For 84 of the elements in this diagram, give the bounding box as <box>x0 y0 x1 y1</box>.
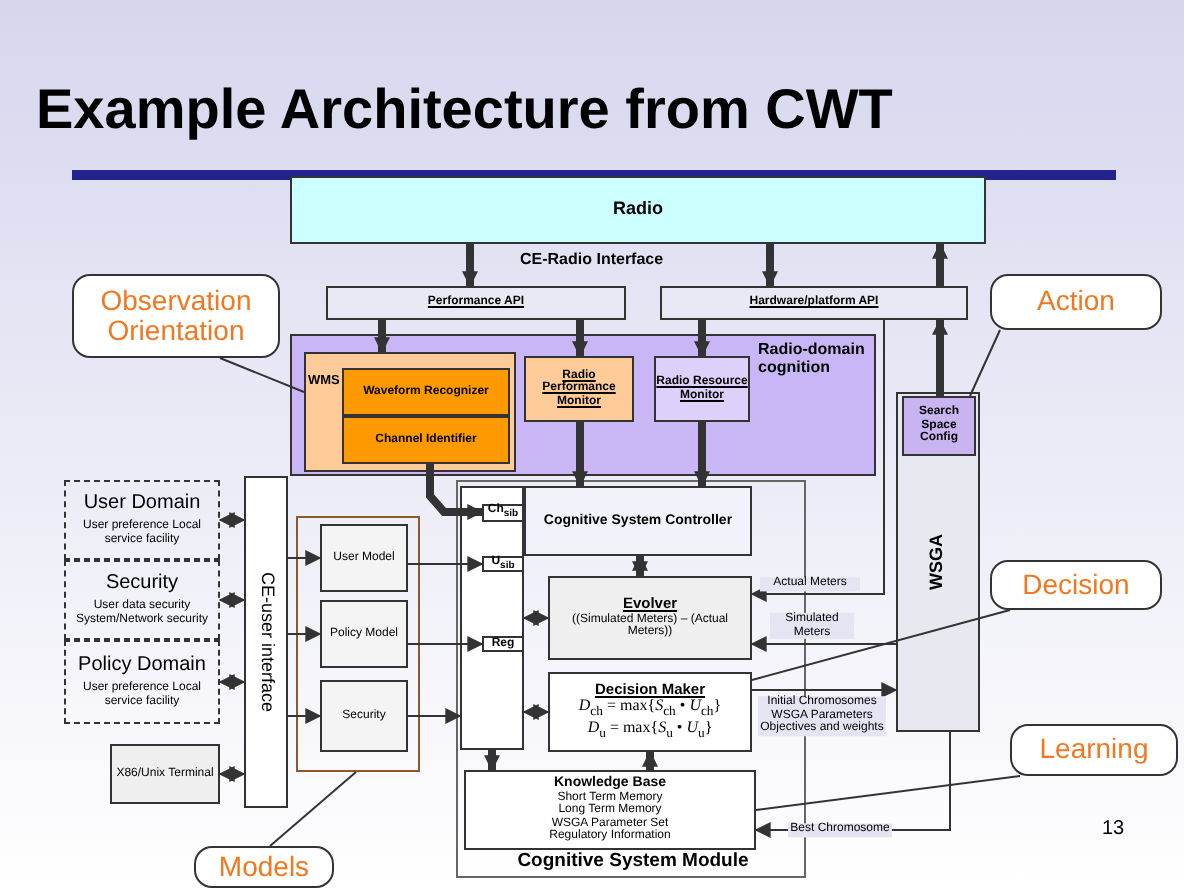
box-title: Radio <box>612 200 663 220</box>
arrow <box>751 682 898 698</box>
radio-box <box>290 176 986 244</box>
arrow <box>407 708 462 724</box>
callout-bubble <box>72 274 280 358</box>
formula: D$_{ch}$ = max{S$_{ch}$ • U$_{ch}$} <box>578 698 722 721</box>
arrow <box>426 464 484 520</box>
leader-line <box>219 357 305 393</box>
terminal-box <box>110 744 220 804</box>
arrow <box>762 244 778 288</box>
box-title: Policy Domain <box>78 654 206 677</box>
leader-line <box>269 771 357 847</box>
decision-box <box>548 672 752 752</box>
arrow <box>218 674 246 690</box>
arrow <box>287 550 322 566</box>
domain-box <box>64 480 220 560</box>
module-box <box>304 352 516 472</box>
arrow <box>218 592 246 608</box>
domain-box <box>64 640 220 724</box>
arrow <box>750 319 885 602</box>
evolver-box <box>548 576 752 660</box>
leader-line <box>969 329 1001 397</box>
arrow <box>522 610 550 626</box>
arrow <box>287 626 322 642</box>
cognition-band <box>290 334 876 476</box>
arrow <box>407 556 484 572</box>
controller-box <box>524 486 752 556</box>
models-frame <box>296 516 420 772</box>
register-box <box>482 504 524 522</box>
callout-bubble <box>1010 724 1178 776</box>
callout-bubble <box>194 846 334 888</box>
model-box <box>320 524 408 592</box>
arrow <box>694 320 710 358</box>
callout-bubble <box>990 274 1162 330</box>
arrow <box>932 242 948 286</box>
arrow <box>374 320 390 354</box>
arrow <box>522 704 550 720</box>
arrow <box>750 636 897 652</box>
arrow <box>572 422 588 488</box>
callout-text: Decision <box>1022 569 1130 601</box>
knowledge-box <box>464 770 756 850</box>
arrow <box>407 636 484 652</box>
arrow <box>632 554 648 578</box>
model-box <box>320 600 408 668</box>
wsga-box <box>896 392 980 732</box>
page-number: 13 <box>1102 818 1125 840</box>
arrow <box>694 422 710 488</box>
box-title: WSGA <box>928 534 948 590</box>
interface-label: CE-Radio Interface <box>520 252 664 270</box>
arrow <box>218 766 246 782</box>
arrow <box>462 244 478 288</box>
callout-text: Observation Orientation <box>98 285 254 347</box>
leader-line <box>751 609 1011 681</box>
box-title: Security <box>105 572 179 595</box>
register-box <box>482 636 524 652</box>
callout-text: Learning <box>1039 734 1149 766</box>
box-title: Radio-domain cognition <box>758 342 867 378</box>
arrow <box>484 750 500 772</box>
callout-text: Action <box>1037 286 1115 318</box>
model-box <box>320 680 408 752</box>
process-box <box>342 416 510 464</box>
api-box <box>326 286 626 320</box>
controller-column <box>460 486 524 750</box>
formula: D$_{u}$ = max{S$_{u}$ • U$_{u}$} <box>587 720 713 743</box>
arrow <box>572 320 588 358</box>
monitor-box <box>524 356 634 422</box>
domain-box <box>64 560 220 640</box>
callout-text: Models <box>218 851 310 883</box>
register-box <box>482 556 524 572</box>
arrow <box>932 318 948 396</box>
arrow <box>642 750 658 770</box>
callout-bubble <box>990 560 1162 610</box>
process-box <box>342 368 510 416</box>
arrow <box>218 512 246 528</box>
arrow <box>287 708 322 724</box>
monitor-box <box>654 356 750 422</box>
box-title: User Domain <box>83 492 201 515</box>
interface-bar <box>244 476 288 808</box>
box-title: CE-user interface <box>256 571 276 713</box>
slide-title: Example Architecture from CWT <box>36 80 893 142</box>
leader-line <box>755 775 1021 811</box>
box-title: Cognitive System Module <box>515 852 751 873</box>
api-box <box>660 286 968 320</box>
config-box <box>902 396 976 456</box>
